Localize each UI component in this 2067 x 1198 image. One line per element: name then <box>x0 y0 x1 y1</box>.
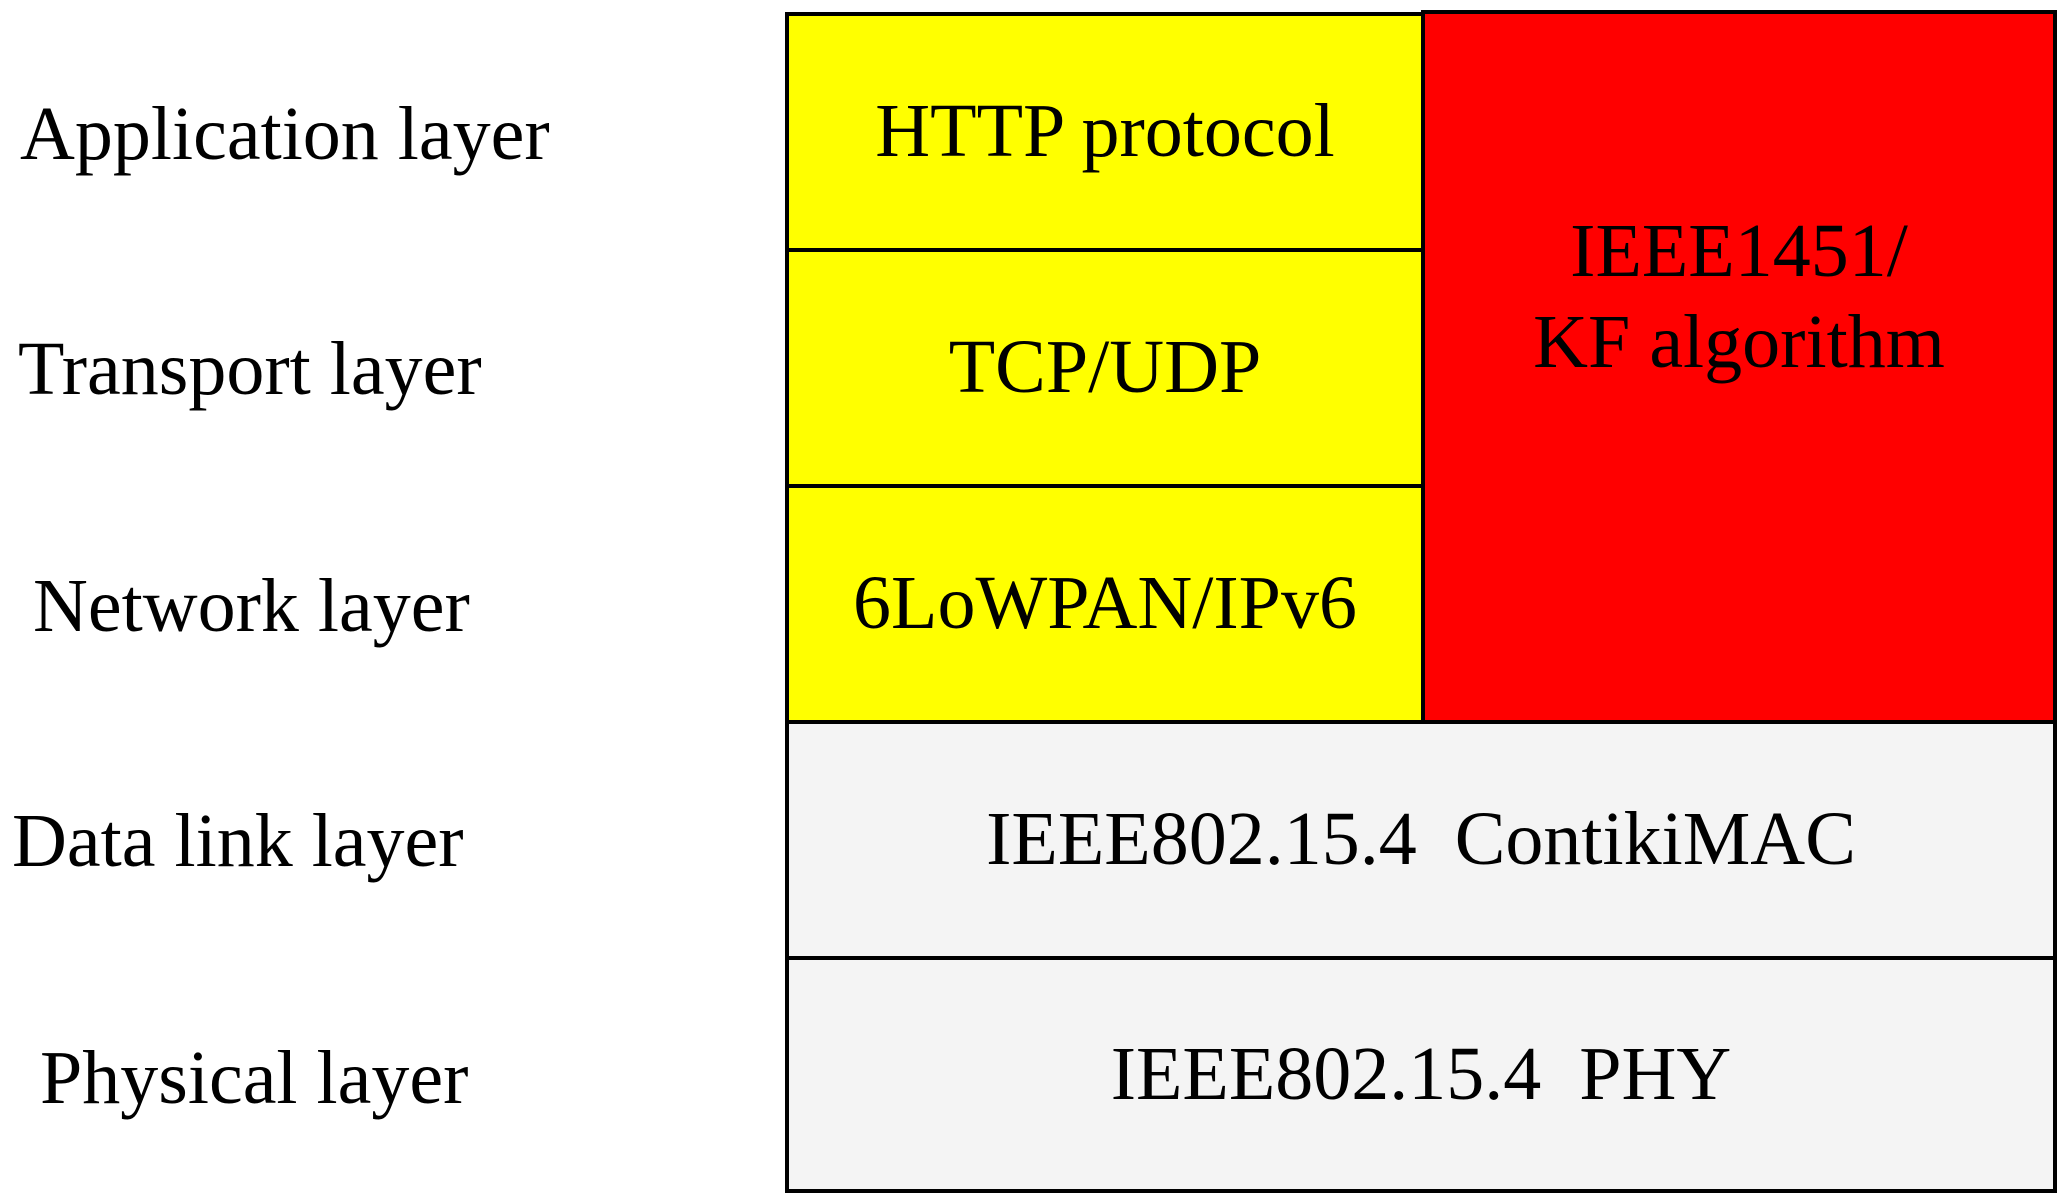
ieee1451-kf-algorithm-box: IEEE1451/ KF algorithm <box>1421 10 2057 724</box>
phy-text: IEEE802.15.4 PHY <box>1110 1031 1732 1116</box>
phy-box: IEEE802.15.4 PHY <box>785 956 2057 1193</box>
contikimac-box: IEEE802.15.4 ContikiMAC <box>785 720 2057 960</box>
tcp-udp-box: TCP/UDP <box>785 248 1425 488</box>
http-protocol-text: HTTP protocol <box>875 89 1335 174</box>
contikimac-text: IEEE802.15.4 ContikiMAC <box>986 797 1856 882</box>
application-layer-label: Application layer <box>20 92 550 176</box>
6lowpan-ipv6-box: 6LoWPAN/IPv6 <box>785 484 1425 724</box>
transport-layer-label: Transport layer <box>18 327 482 411</box>
data-link-layer-label: Data link layer <box>12 799 464 883</box>
ieee1451-kf-algorithm-text: IEEE1451/ KF algorithm <box>1533 208 1945 384</box>
network-layer-label: Network layer <box>33 564 470 648</box>
physical-layer-label: Physical layer <box>40 1036 469 1120</box>
tcp-udp-text: TCP/UDP <box>948 325 1262 410</box>
6lowpan-ipv6-text: 6LoWPAN/IPv6 <box>853 561 1357 646</box>
http-protocol-box: HTTP protocol <box>785 12 1425 252</box>
